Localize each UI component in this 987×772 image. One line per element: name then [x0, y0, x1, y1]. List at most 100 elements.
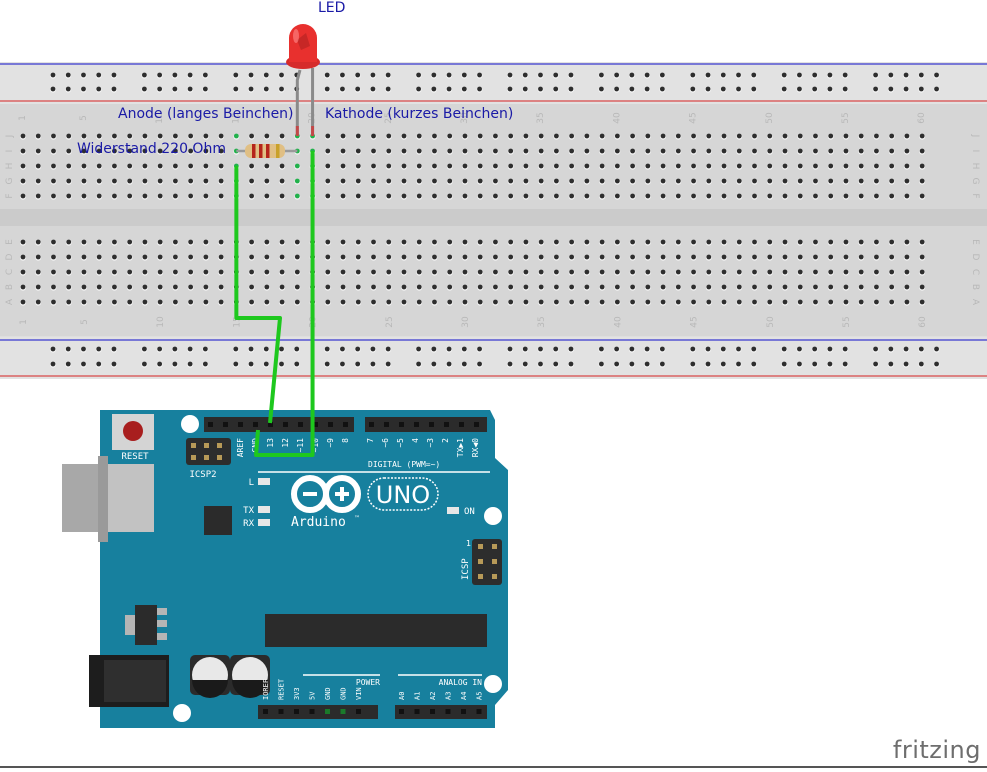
icsp-label: ICSP	[461, 558, 471, 580]
hole	[538, 346, 543, 352]
hole	[66, 269, 72, 275]
hole	[721, 254, 727, 260]
hole	[477, 193, 483, 199]
hole	[675, 148, 681, 154]
hole	[630, 269, 635, 275]
hole	[675, 163, 681, 169]
hole	[157, 239, 163, 245]
hole	[706, 148, 712, 154]
hole	[462, 178, 468, 184]
hole	[35, 284, 41, 290]
power-pin-label: 3V3	[293, 687, 301, 700]
hole	[66, 148, 72, 154]
hole	[35, 178, 41, 184]
hole	[218, 239, 224, 245]
hole	[782, 239, 788, 245]
column-number-bottom: 25	[385, 316, 395, 327]
digital-pin-label: TX▶1	[456, 438, 465, 457]
hole	[325, 254, 331, 260]
hole	[401, 178, 407, 184]
voltage-regulator	[135, 605, 157, 645]
hole	[889, 133, 895, 139]
hole	[614, 284, 620, 290]
hole	[751, 361, 757, 367]
resistor-band	[252, 144, 256, 158]
hole	[416, 72, 421, 78]
analog-pin-label: A0	[398, 692, 406, 700]
hole	[599, 178, 605, 184]
hole	[249, 284, 255, 290]
hole	[20, 239, 26, 245]
hole	[355, 133, 361, 139]
hole	[203, 148, 209, 154]
hole	[706, 269, 712, 275]
hole	[660, 163, 666, 169]
hole	[462, 284, 468, 290]
hole	[522, 86, 528, 92]
hole	[386, 133, 392, 139]
hole	[96, 86, 102, 92]
hole	[203, 178, 209, 184]
bottom-border	[0, 766, 987, 768]
hole	[554, 178, 559, 184]
hole	[233, 72, 239, 78]
hole	[371, 133, 376, 139]
power-pin	[278, 709, 284, 714]
status-led-label-tx: TX	[243, 506, 254, 516]
header-pin	[444, 422, 449, 427]
hole	[249, 254, 255, 260]
hole	[96, 163, 102, 169]
hole	[813, 193, 818, 199]
hole	[767, 133, 773, 139]
hole	[340, 148, 346, 154]
hole	[218, 299, 224, 305]
hole	[65, 86, 71, 92]
hole	[112, 163, 117, 169]
hole	[279, 361, 284, 367]
top-power-rail	[0, 62, 987, 104]
hole	[447, 254, 453, 260]
hole	[568, 86, 574, 92]
hole	[523, 133, 529, 139]
hole	[35, 299, 41, 305]
hole	[828, 148, 834, 154]
hole	[127, 269, 133, 275]
hole	[630, 239, 635, 245]
hole	[554, 239, 559, 245]
hole	[325, 269, 331, 275]
hole	[203, 239, 209, 245]
analog-label: ANALOG IN	[439, 678, 483, 687]
hole	[523, 284, 529, 290]
hole	[461, 361, 467, 367]
hole	[51, 133, 56, 139]
power-header	[258, 705, 378, 719]
hole	[812, 72, 818, 78]
hole	[584, 133, 590, 139]
analog-pin-label: A5	[476, 692, 484, 700]
hole	[340, 72, 345, 78]
hole	[569, 193, 575, 199]
hole	[813, 239, 818, 245]
header-pin	[343, 422, 348, 427]
hole	[203, 133, 209, 139]
hole	[371, 269, 376, 275]
hole	[691, 148, 696, 154]
hole	[142, 148, 148, 154]
hole	[432, 254, 437, 260]
hole	[934, 361, 939, 367]
hole	[904, 269, 910, 275]
hole	[142, 86, 147, 92]
hole	[385, 361, 391, 367]
hole	[432, 163, 437, 169]
hole	[461, 72, 467, 78]
hole	[842, 346, 848, 352]
row-label-left: D	[5, 253, 15, 260]
hole	[81, 254, 87, 260]
hole	[81, 193, 87, 199]
hole	[538, 72, 543, 78]
hole	[659, 72, 665, 78]
hole	[432, 133, 437, 139]
hole	[751, 346, 757, 352]
hole	[188, 239, 194, 245]
hole	[599, 72, 604, 78]
